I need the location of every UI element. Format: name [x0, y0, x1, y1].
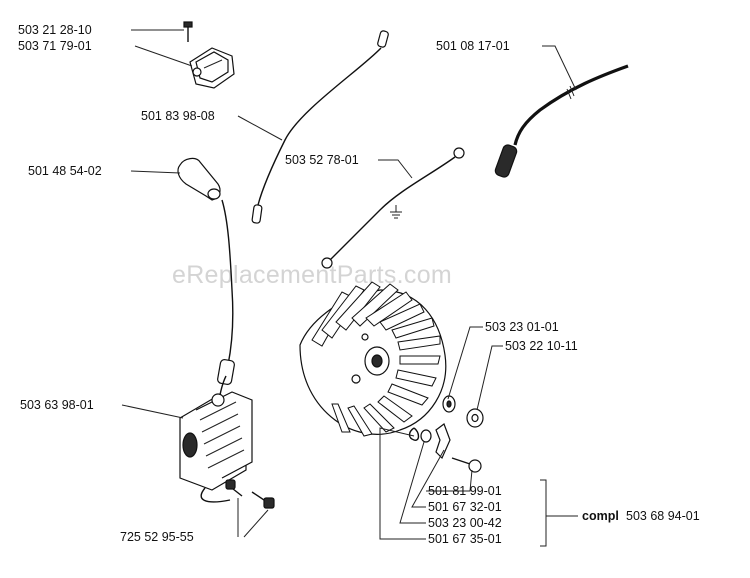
ground-wire-part: [321, 147, 465, 269]
ignition-coil-module-part: [179, 375, 253, 503]
flywheel-part: [299, 281, 447, 437]
pawl-washer-part: [420, 429, 432, 443]
pawl-spring-part: [408, 427, 420, 441]
label-503-71-79-01: 503 71 79-01: [18, 39, 92, 53]
screw-part: [183, 21, 193, 42]
label-compl-word: compl: [582, 509, 619, 523]
washer-part: [442, 395, 456, 413]
label-503-23-01-01: 503 23 01-01: [485, 320, 559, 334]
label-501-08-17-01: 501 08 17-01: [436, 39, 510, 53]
label-503-22-10-11: 503 22 10-11: [505, 339, 578, 353]
pawl-screw-part: [451, 457, 482, 473]
cable-sleeve-part: [494, 64, 629, 178]
label-501-48-54-02: 501 48 54-02: [28, 164, 102, 178]
short-wire-part: [251, 30, 389, 224]
label-503-52-78-01: 503 52 78-01: [285, 153, 359, 167]
label-503-23-00-42: 503 23 00-42: [428, 516, 502, 530]
label-503-68-94-01: 503 68 94-01: [626, 509, 700, 523]
label-501-81-99-01: 501 81 99-01: [428, 484, 502, 498]
label-501-67-32-01: 501 67 32-01: [428, 500, 502, 514]
switch-housing-part: [189, 47, 235, 89]
label-503-21-28-10: 503 21 28-10: [18, 23, 92, 37]
label-501-67-35-01: 501 67 35-01: [428, 532, 502, 546]
nut-part: [466, 408, 484, 428]
module-screws-part: [225, 479, 275, 509]
spark-plug-cap-part: [177, 157, 235, 385]
pawl-part: [435, 423, 451, 460]
watermark-text: eReplacementParts.com: [172, 261, 452, 289]
label-503-63-98-01: 503 63 98-01: [20, 398, 94, 412]
label-725-52-95-55: 725 52 95-55: [120, 530, 194, 544]
label-501-83-98-08: 501 83 98-08: [141, 109, 215, 123]
